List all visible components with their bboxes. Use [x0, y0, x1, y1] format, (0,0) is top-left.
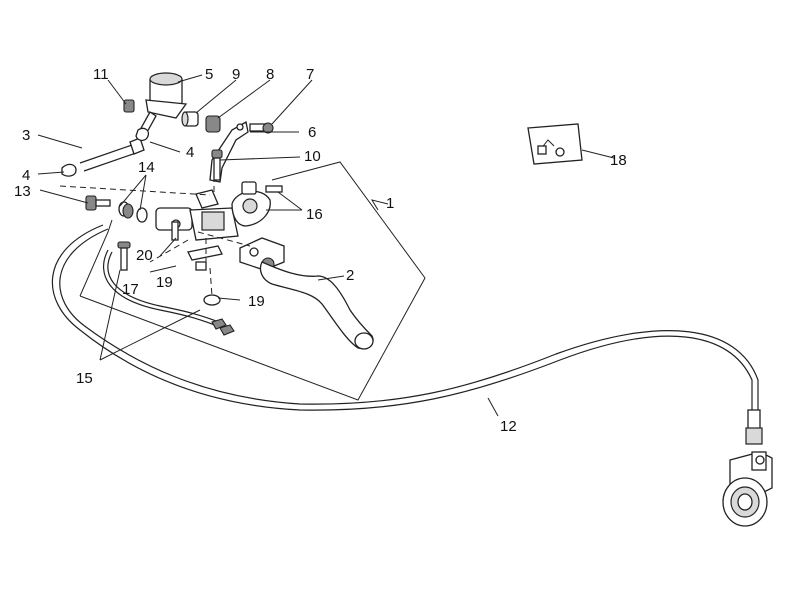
label-2: 2: [346, 267, 354, 284]
label-14: 14: [138, 159, 155, 176]
washer-19-lower: [203, 294, 221, 306]
label-17: 17: [122, 281, 139, 298]
hose-3: [79, 137, 145, 172]
label-10: 10: [304, 148, 321, 165]
screw-10: [211, 149, 223, 181]
bushing-9: [181, 111, 199, 127]
cap-11: [123, 99, 135, 113]
leader-lines: [37, 74, 615, 417]
screw-20: [171, 221, 179, 241]
washers-14: [118, 201, 148, 223]
screw-7: [249, 122, 274, 134]
label-6: 6: [308, 124, 316, 141]
label-18: 18: [610, 152, 627, 169]
label-4a: 4: [186, 144, 194, 161]
label-4b: 4: [22, 167, 30, 184]
labels: 1 2 3 4 4 5 6 7 8 9 10 11 12 13 14 15 16…: [14, 66, 627, 435]
label-13: 13: [14, 183, 31, 200]
label-16: 16: [306, 206, 323, 223]
master-cylinder-body: [155, 189, 239, 241]
label-19b: 19: [248, 293, 265, 310]
label-19a: 19: [156, 274, 173, 291]
group-1-bracket: [79, 161, 426, 401]
clamp-4-right: [135, 127, 150, 142]
label-5: 5: [205, 66, 213, 83]
label-12: 12: [500, 418, 517, 435]
label-7: 7: [306, 66, 314, 83]
inset-18: [527, 123, 583, 165]
switch-wire: [103, 249, 235, 336]
slave-cylinder: [722, 451, 773, 527]
clamp-4-left: [61, 163, 77, 177]
label-11: 11: [93, 66, 109, 83]
label-1: 1: [386, 195, 394, 212]
lever-2: [259, 261, 374, 350]
dashed-guides: [59, 176, 251, 297]
part-19-upper: [195, 261, 207, 271]
screw-15: [117, 241, 131, 271]
clutch-hose: [51, 224, 763, 445]
bushing-8: [205, 115, 221, 133]
label-20: 20: [136, 247, 153, 264]
bolt-13: [85, 195, 111, 211]
clamp-16: [231, 181, 283, 227]
label-8: 8: [266, 66, 274, 83]
label-3: 3: [22, 127, 30, 144]
plate-17: [187, 245, 223, 261]
label-15: 15: [76, 370, 93, 387]
label-9: 9: [232, 66, 240, 83]
